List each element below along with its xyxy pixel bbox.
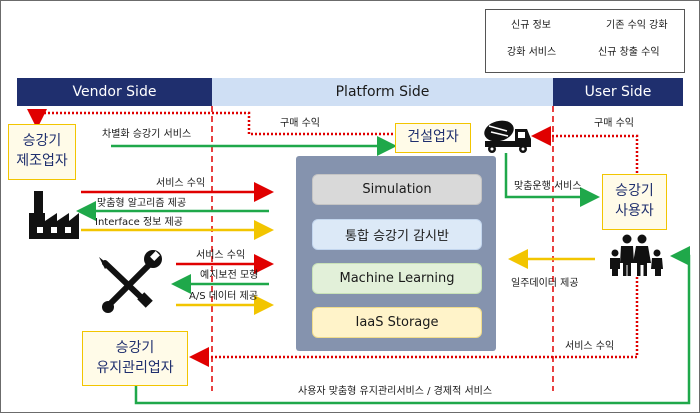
- legend: 신규 정보 강화 서비스 기존 수익 강화 신규 창출 수익: [485, 9, 685, 73]
- user-side-header: User Side: [553, 78, 683, 106]
- purchase-revenue-left-label: 구매 수익: [280, 118, 320, 129]
- legend-service-up-label: 강화 서비스: [507, 47, 557, 58]
- platform-side-header: Platform Side: [212, 78, 553, 106]
- user-service-revenue-arrow: [189, 277, 639, 367]
- legend-new-info-label: 신규 정보: [511, 20, 551, 31]
- user-custom-maintenance-arrow: [134, 246, 691, 405]
- module-iaas-storage: IaaS Storage: [312, 307, 482, 338]
- elevator-maker-box: 승강기 제조업자: [8, 124, 76, 180]
- elevator-user-box: 승강기 사용자: [602, 174, 667, 230]
- predictive-model-label: 예지보전 모형: [200, 270, 259, 281]
- purchase-revenue-right-label: 구매 수익: [594, 118, 634, 129]
- user-service-revenue-label: 서비스 수익: [565, 341, 615, 352]
- elevator-user-line2: 사용자: [615, 203, 654, 219]
- maker-service-revenue-label: 서비스 수익: [156, 178, 206, 189]
- maintenance-box: 승강기 유지관리업자: [82, 331, 188, 386]
- operation-data-label: 일주데이터 제공: [511, 278, 579, 289]
- custom-algorithm-label: 맞춤형 알고리즘 제공: [97, 198, 187, 209]
- vendor-side-header: Vendor Side: [17, 78, 212, 106]
- module-machine-learning: Machine Learning: [312, 263, 482, 294]
- elevator-user-line1: 승강기: [615, 183, 654, 199]
- maintenance-line1: 승강기: [115, 340, 155, 356]
- maint-service-revenue-label: 서비스 수익: [196, 250, 246, 261]
- maintenance-line2: 유지관리업자: [96, 360, 174, 376]
- differentiated-service-label: 차별화 승강기 서비스: [102, 129, 192, 140]
- builder-box: 건설업자: [395, 123, 471, 153]
- elevator-maker-line1: 승강기: [22, 133, 62, 149]
- elevator-maker-line2: 제조업자: [16, 153, 68, 169]
- as-data-label: A/S 데이터 제공: [189, 291, 258, 302]
- factory-icon: [29, 191, 79, 239]
- concrete-mixer-truck-icon: [484, 120, 531, 153]
- custom-operation-service-label: 맞춤운행 서비스: [514, 181, 582, 192]
- wrench-screwdriver-icon: [99, 250, 162, 313]
- purchase-revenue-to-maker: [27, 109, 401, 136]
- module-integrated-monitoring: 통합 승강기 감시반: [312, 219, 482, 250]
- legend-existing-revenue-label: 기존 수익 강화: [606, 20, 668, 31]
- family-icon: [610, 234, 663, 276]
- user-custom-maintenance-label: 사용자 맞춤형 유지관리서비스 / 경제적 서비스: [298, 386, 493, 397]
- custom-operation-service-arrow: [504, 153, 600, 207]
- legend-new-revenue-label: 신규 창출 수익: [598, 47, 660, 58]
- interface-info-label: Interface 정보 제공: [95, 217, 183, 228]
- module-simulation: Simulation: [312, 174, 482, 205]
- purchase-revenue-to-builder: [531, 126, 639, 181]
